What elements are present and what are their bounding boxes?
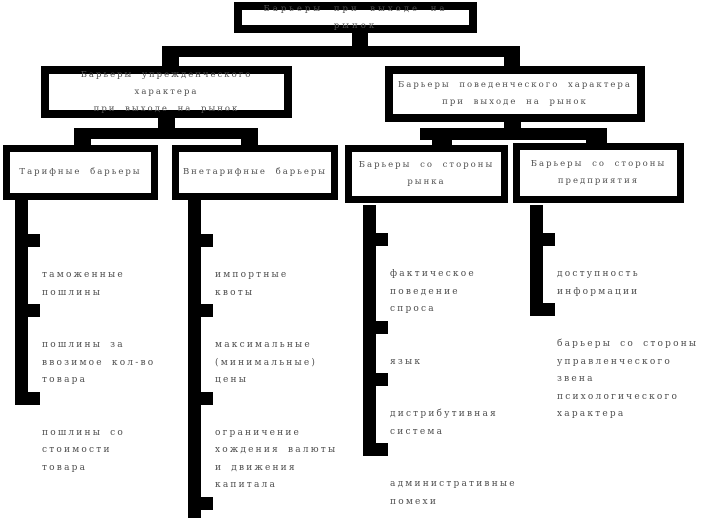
- connector-root-stem: [352, 31, 368, 47]
- item-tick: [530, 303, 555, 316]
- list-item: максимальные (минимальные) цены: [188, 302, 337, 390]
- item-tick: [188, 234, 213, 247]
- category-label-nontariff: Внетарифные барьеры: [182, 167, 328, 177]
- connector-right-stem: [504, 116, 521, 130]
- list-item: ограничение хождения валюты и движения к…: [188, 390, 338, 495]
- category-box-nontariff: Внетарифные барьеры: [172, 145, 338, 200]
- leaf-list-nontariff: импортные квоты максимальные (минимальны…: [188, 200, 337, 518]
- branch-right-label: Барьеры поведенческого характера при вых…: [398, 80, 632, 107]
- category-label-tariff: Тарифные барьеры: [19, 167, 142, 177]
- list-connector-bar: [15, 200, 28, 405]
- list-item-text: импортные квоты: [215, 270, 289, 298]
- branch-left-label: Барьеры упрежденческого характера при вы…: [80, 69, 253, 114]
- list-item-text: пошлины за ввозимое кол-во товара: [42, 340, 156, 385]
- connector-root-drop-right: [504, 55, 520, 68]
- connector-right-drop-1: [432, 138, 452, 149]
- category-box-market: Барьеры со стороны рынка: [345, 145, 508, 203]
- connector-right-crossbar: [420, 128, 607, 140]
- category-label-enterprise: Барьеры со стороны предприятия: [530, 159, 667, 186]
- list-item: фактическое поведение спроса: [363, 231, 517, 319]
- list-item-text: язык: [390, 356, 423, 367]
- item-tick: [530, 233, 555, 246]
- branch-left-box: Барьеры упрежденческого характера при вы…: [41, 66, 292, 118]
- item-tick: [363, 233, 388, 246]
- connector-left-crossbar: [74, 128, 258, 139]
- item-tick: [15, 304, 40, 317]
- item-tick: [363, 320, 388, 334]
- item-tick: [188, 496, 213, 510]
- list-item-text: барьеры со стороны управленческого звена…: [557, 339, 699, 419]
- list-item: импортные квоты: [188, 232, 337, 302]
- item-tick: [15, 391, 40, 405]
- category-box-tariff: Тарифные барьеры: [3, 145, 158, 200]
- leaf-list-tariff: таможенные пошлины пошлины за ввозимое к…: [15, 200, 155, 477]
- list-item: валюнтаристские постановления локального…: [188, 495, 337, 518]
- root-box: Барьеры при выходе на рынок: [234, 2, 477, 33]
- connector-root-crossbar: [162, 46, 520, 57]
- connector-root-drop-left: [162, 55, 179, 68]
- leaf-list-enterprise: доступность информации барьеры со сторон…: [530, 205, 716, 424]
- list-item: доступность информации: [530, 231, 716, 301]
- list-connector-bar: [188, 200, 201, 518]
- connector-left-stem: [158, 114, 175, 130]
- branch-right-box: Барьеры поведенческого характера при вых…: [385, 66, 645, 122]
- item-tick: [188, 304, 213, 317]
- list-item-text: доступность информации: [557, 269, 640, 297]
- leaf-list-market: фактическое поведение спроса язык дистри…: [363, 205, 517, 511]
- list-item: дистрибутивная система: [363, 371, 517, 441]
- category-label-market: Барьеры со стороны рынка: [358, 160, 495, 187]
- root-label: Барьеры при выходе на рынок: [263, 3, 448, 31]
- list-item: административные помехи: [363, 441, 517, 511]
- list-item: язык: [363, 319, 517, 372]
- list-item-text: дистрибутивная система: [390, 409, 498, 437]
- list-item-text: пошлины со стоимости товара: [42, 427, 125, 473]
- item-tick: [188, 391, 213, 405]
- item-tick: [363, 373, 388, 386]
- list-item: пошлины со стоимости товара: [15, 390, 155, 478]
- list-item: пошлины за ввозимое кол-во товара: [15, 302, 156, 390]
- item-tick: [363, 443, 388, 456]
- category-box-enterprise: Барьеры со стороны предприятия: [513, 143, 684, 203]
- list-item-text: таможенные пошлины: [42, 270, 125, 298]
- list-item-text: фактическое поведение спроса: [390, 269, 476, 314]
- item-tick: [15, 234, 40, 247]
- list-item: барьеры со стороны управленческого звена…: [530, 301, 716, 424]
- list-item-text: административные помехи: [390, 479, 517, 507]
- list-connector-bar: [530, 205, 543, 316]
- list-item: таможенные пошлины: [15, 232, 155, 302]
- list-item-text: максимальные (минимальные) цены: [215, 340, 318, 385]
- list-item-text: ограничение хождения валюты и движения к…: [215, 427, 338, 491]
